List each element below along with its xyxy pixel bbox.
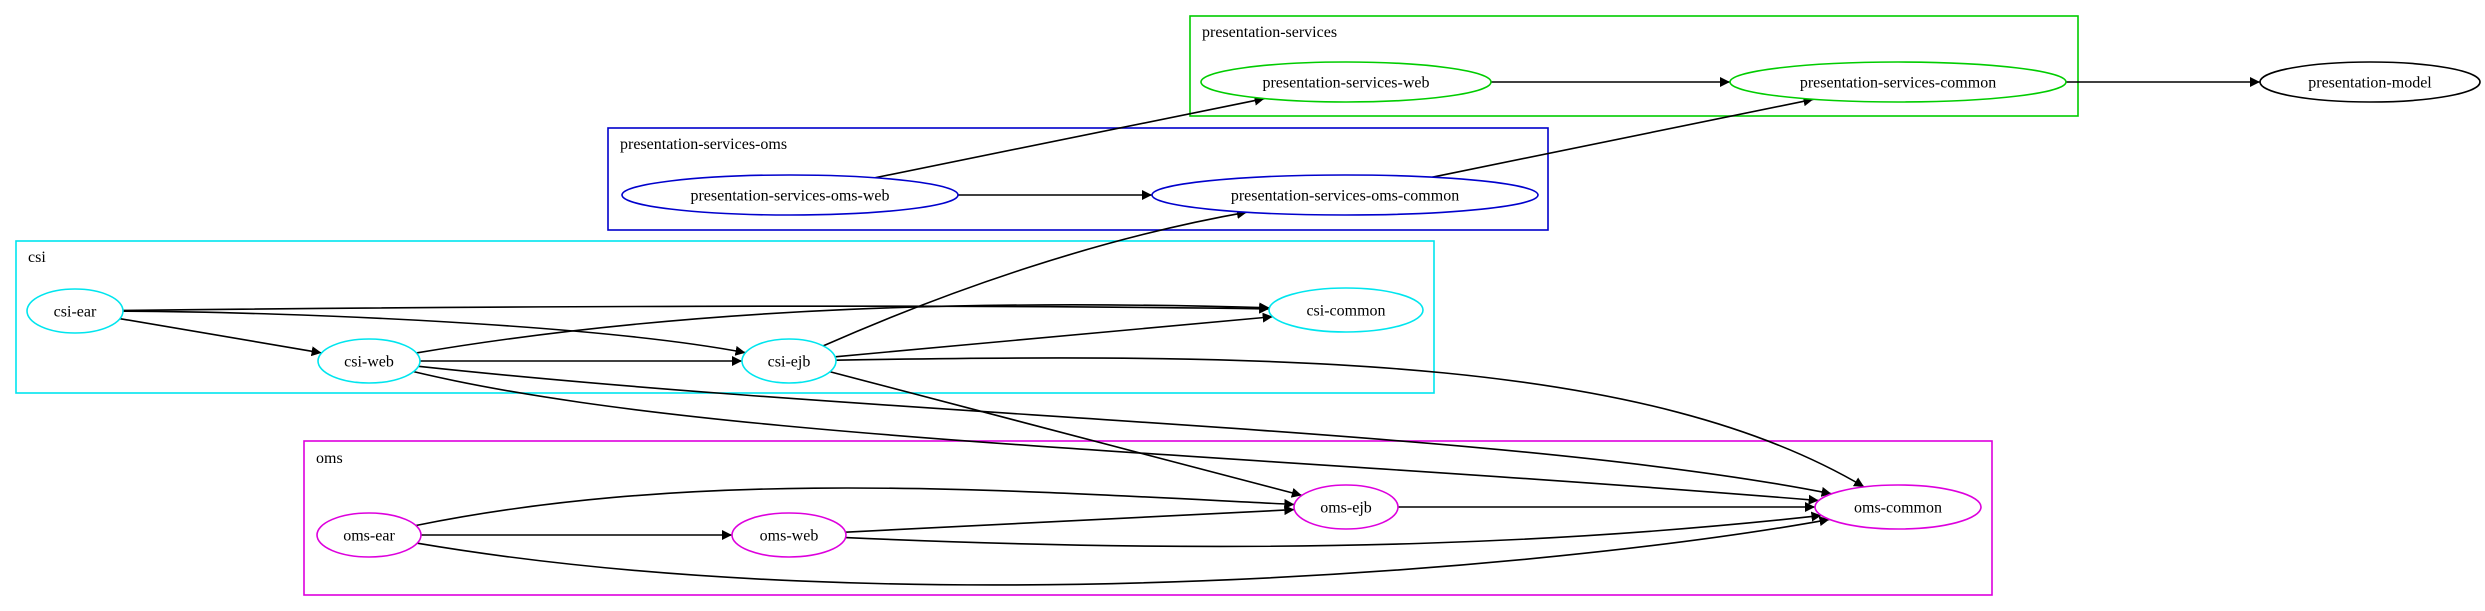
node-csi-common[interactable]: csi-common [1268,287,1424,333]
edge-csi-web-to-oms-common [413,370,1819,505]
node-ellipse[interactable] [1293,484,1399,530]
edge-csi-ejb-to-csi-common [835,312,1273,358]
node-ellipse[interactable] [1268,287,1424,333]
node-oms-common[interactable]: oms-common [1814,484,1982,530]
node-presentation-model[interactable]: presentation-model [2259,61,2481,103]
node-label: csi-common [1306,303,1385,320]
cluster-label: csi [28,249,46,266]
edge-csi-ear-to-csi-common [122,303,1270,314]
node-oms-web[interactable]: oms-web [731,512,847,558]
node-label: presentation-services-web [1262,75,1429,92]
node-label: presentation-services-common [1800,75,1996,92]
node-label: csi-ejb [768,354,811,371]
node-label: oms-ear [343,528,395,545]
edge-presentation-services-oms-web-to-presentation-services-web [874,95,1265,179]
edge-csi-web-to-csi-common [416,302,1270,354]
node-label: csi-ear [54,304,97,321]
cluster-border [303,440,1993,596]
edge-layer [119,77,2260,586]
node-presentation-services-oms-common[interactable]: presentation-services-oms-common [1151,174,1539,216]
node-label: csi-web [344,354,394,371]
node-ellipse[interactable] [1729,61,2067,103]
edge-presentation-services-oms-common-to-presentation-services-common [1432,96,1814,178]
cluster-border [1189,15,2079,117]
edge-oms-web-to-oms-ejb [845,505,1295,533]
node-csi-ear[interactable]: csi-ear [26,288,124,334]
cluster-oms: oms [303,440,1993,596]
node-oms-ear[interactable]: oms-ear [316,512,422,558]
edge-csi-ejb-to-oms-ejb [829,370,1303,498]
node-csi-ejb[interactable]: csi-ejb [741,338,837,384]
edge-csi-ejb-to-oms-common [835,357,1865,488]
cluster-presentation-services-oms: presentation-services-oms [607,127,1549,231]
node-ellipse[interactable] [1151,174,1539,216]
node-presentation-services-web[interactable]: presentation-services-web [1200,61,1492,103]
node-ellipse[interactable] [741,338,837,384]
node-ellipse[interactable] [1814,484,1982,530]
node-ellipse[interactable] [2259,61,2481,103]
node-presentation-services-common[interactable]: presentation-services-common [1729,61,2067,103]
edge-csi-web-to-oms-common [418,365,1832,497]
cluster-presentation-services: presentation-services [1189,15,2079,117]
node-ellipse[interactable] [731,512,847,558]
node-ellipse[interactable] [1200,61,1492,103]
edge-oms-web-to-oms-common [845,511,1822,548]
node-ellipse[interactable] [26,288,124,334]
edge-csi-ejb-to-presentation-services-oms-common [822,209,1248,347]
cluster-layer: presentation-services presentation-servic… [15,15,2079,596]
node-label: presentation-model [2308,75,2432,92]
edge-csi-ear-to-csi-web [119,317,322,357]
node-layer: presentation-services-web presentation-se… [26,61,2481,558]
node-ellipse[interactable] [316,512,422,558]
node-ellipse[interactable] [317,338,421,384]
node-csi-web[interactable]: csi-web [317,338,421,384]
edge-oms-ear-to-oms-common [417,516,1830,586]
cluster-label: oms [316,450,343,467]
cluster-border [607,127,1549,231]
node-label: presentation-services-oms-common [1231,188,1459,205]
node-label: oms-web [760,528,819,545]
cluster-label: presentation-services [1202,24,1337,41]
node-ellipse[interactable] [621,174,959,216]
node-oms-ejb[interactable]: oms-ejb [1293,484,1399,530]
edge-csi-ear-to-csi-ejb [122,310,746,356]
cluster-label: presentation-services-oms [620,136,787,153]
node-presentation-services-oms-web[interactable]: presentation-services-oms-web [621,174,959,216]
node-label: oms-common [1854,500,1942,517]
edge-oms-ear-to-oms-ejb [415,487,1295,527]
node-label: presentation-services-oms-web [690,188,889,205]
node-label: oms-ejb [1320,500,1372,517]
